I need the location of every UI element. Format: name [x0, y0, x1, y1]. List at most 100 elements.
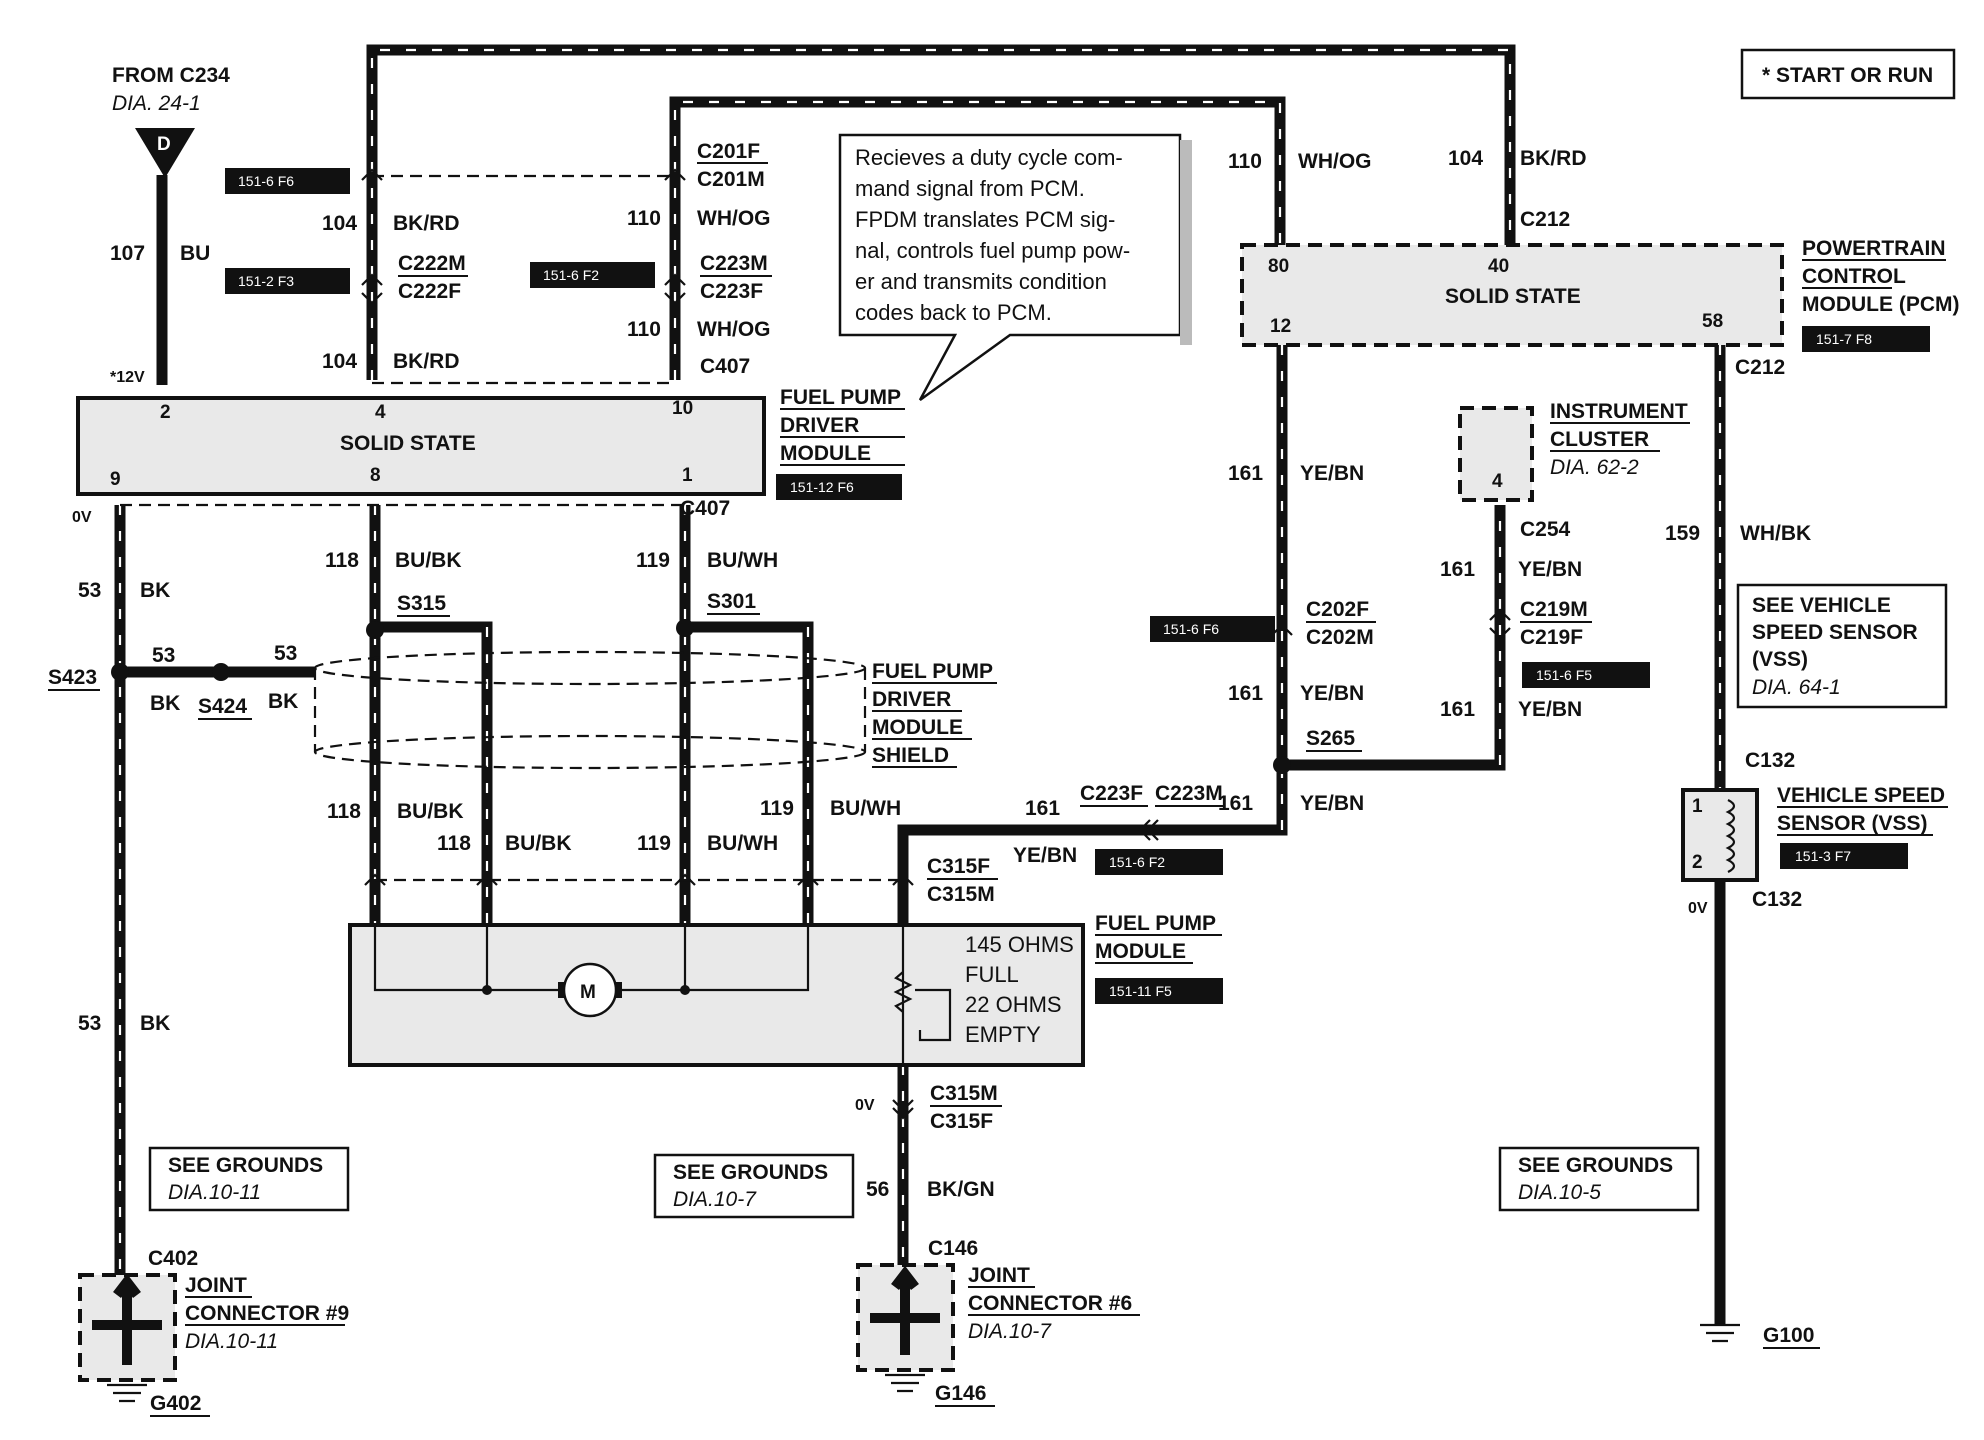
start-or-run-text: * START OR RUN [1762, 64, 1933, 87]
yebn-cluster: YE/BN [1518, 558, 1582, 581]
c119-top: 119 [636, 549, 670, 572]
fpdm-callout: Recieves a duty cycle com- mand signal f… [838, 133, 1192, 402]
c53-b: 53 [152, 644, 175, 667]
cluster-pin-4: 4 [1492, 471, 1503, 492]
fpdm-pin-8: 8 [370, 465, 381, 486]
vss-see-3: (VSS) [1752, 648, 1808, 671]
c223m-b: C223M [1155, 782, 1223, 805]
fpdm-pin-10: 10 [672, 398, 693, 419]
connector-dash-lines [120, 174, 903, 882]
c223f-b: C223F [1080, 782, 1143, 805]
c219m: C219M [1520, 598, 1588, 621]
c202f: C202F [1306, 598, 1369, 621]
fpdm-solid-state: SOLID STATE [340, 432, 476, 455]
c110-pcm: 110 [1228, 150, 1262, 173]
c132-top: C132 [1745, 749, 1795, 772]
c159: 159 [1665, 522, 1700, 545]
c119-low: 119 [637, 832, 671, 855]
vss-pin-2: 2 [1692, 852, 1703, 873]
callout-line-6: codes back to PCM. [855, 300, 1052, 325]
vss-name-1: VEHICLE SPEED [1777, 784, 1945, 807]
fpdm-name-3: MODULE [780, 442, 871, 465]
from-c234-label: FROM C234 [112, 64, 230, 87]
c161-s265-left: 161 [1228, 682, 1263, 705]
fpdm-12v: *12V [110, 369, 145, 386]
fpm-r1: 145 OHMS [965, 932, 1074, 957]
fpm-r3: 22 OHMS [965, 992, 1062, 1017]
lower-left-circuits: C407 53 BK 118 BU/BK 119 BU/WH S315 S301… [48, 497, 998, 906]
shield-2: DRIVER [872, 688, 951, 711]
c315m-top: C315M [927, 883, 995, 906]
bk-c: BK [268, 690, 298, 713]
jc6-dia: DIA.10-7 [968, 1320, 1052, 1343]
yebn-fpm: YE/BN [1013, 844, 1077, 867]
fpm-r2: FULL [965, 962, 1019, 987]
instrument-cluster: 4 INSTRUMENT CLUSTER DIA. 62-2 C254 161 … [1440, 400, 1690, 721]
s301: S301 [707, 590, 756, 613]
yebn-c223: YE/BN [1300, 792, 1364, 815]
buwh-low: BU/WH [707, 832, 778, 855]
ref-151-6-f6-b: 151-6 F6 [1163, 621, 1219, 637]
whog-top: WH/OG [697, 207, 771, 230]
c223f: C223F [700, 280, 763, 303]
circuit-161-labels: 161 YE/BN 151-6 F6 C202F C202M 161 YE/BN… [1013, 462, 1376, 875]
c234-source: FROM C234 DIA. 24-1 D 107 BU [110, 64, 230, 265]
pcm-solid-state: SOLID STATE [1445, 285, 1581, 308]
fpdm-ref: 151-12 F6 [790, 479, 854, 495]
cluster-name-2: CLUSTER [1550, 428, 1649, 451]
powertrain-control-module: SOLID STATE 80 40 12 58 POWERTRAIN CONTR… [1228, 147, 1959, 379]
c118-mid: 118 [327, 800, 361, 823]
callout-line-4: nal, controls fuel pump pow- [855, 238, 1130, 263]
c53-d: 53 [78, 1012, 101, 1035]
grounds-2-dia: DIA.10-7 [673, 1188, 757, 1211]
c222m: C222M [398, 252, 466, 275]
start-or-run-note [1740, 48, 1956, 100]
shield-1: FUEL PUMP [872, 660, 993, 683]
c402: C402 [148, 1247, 198, 1270]
callout-line-2: mand signal from PCM. [855, 176, 1085, 201]
c315m-bottom: C315M [930, 1082, 998, 1105]
c254: C254 [1520, 518, 1571, 541]
from-c234-dia: DIA. 24-1 [112, 92, 201, 115]
fpdm-shield [313, 650, 867, 770]
color-bu-label: BU [180, 242, 210, 265]
bubk-mid: BU/BK [397, 800, 464, 823]
pcm-pin-12: 12 [1270, 316, 1291, 337]
pcm-name-2: CONTROL [1802, 265, 1906, 288]
c161-c223: 161 [1218, 792, 1253, 815]
jc9-name-2: CONNECTOR #9 [185, 1302, 349, 1325]
pcm-name-3: MODULE (PCM) [1802, 293, 1959, 316]
pcm-pin-58: 58 [1702, 311, 1723, 332]
c201f: C201F [697, 140, 760, 163]
ground-icon-g402 [107, 1383, 147, 1403]
s424: S424 [198, 695, 247, 718]
c161-fpm: 161 [1025, 797, 1060, 820]
vehicle-speed-sensor: 159 WH/BK SEE VEHICLE SPEED SENSOR (VSS)… [1665, 522, 1948, 1349]
fpdm-name-1: FUEL PUMP [780, 386, 901, 409]
lower-grounds: 0V C315M C315F 56 BK/GN 53 BK SEE GROUND… [78, 1012, 1700, 1417]
g100: G100 [1763, 1324, 1814, 1347]
fpdm-pin-9: 9 [110, 469, 121, 490]
callout-line-5: er and transmits condition [855, 269, 1107, 294]
motor-letter: M [580, 982, 596, 1003]
connector-chevrons [361, 168, 1511, 1120]
c161-cluster: 161 [1440, 558, 1475, 581]
c118-top: 118 [325, 549, 359, 572]
buwh-mid: BU/WH [830, 797, 901, 820]
c146: C146 [928, 1237, 978, 1260]
coil-icon [1725, 799, 1736, 873]
pcm-name-1: POWERTRAIN [1802, 237, 1946, 260]
fpdm-0v: 0V [72, 509, 92, 526]
c53-a: 53 [78, 579, 101, 602]
circuit-107-label: 107 [110, 242, 145, 265]
fpdm-pin-4: 4 [375, 402, 386, 423]
vss-see-2: SPEED SENSOR [1752, 621, 1918, 644]
whog-pcm: WH/OG [1298, 150, 1372, 173]
c161-pcm-label: 161 [1228, 462, 1263, 485]
bkrd-pcm: BK/RD [1520, 147, 1587, 170]
shield-3: MODULE [872, 716, 963, 739]
c161-s265-right: 161 [1440, 698, 1475, 721]
ground-icon-g146 [885, 1373, 925, 1393]
jc9-name-1: JOINT [185, 1274, 247, 1297]
